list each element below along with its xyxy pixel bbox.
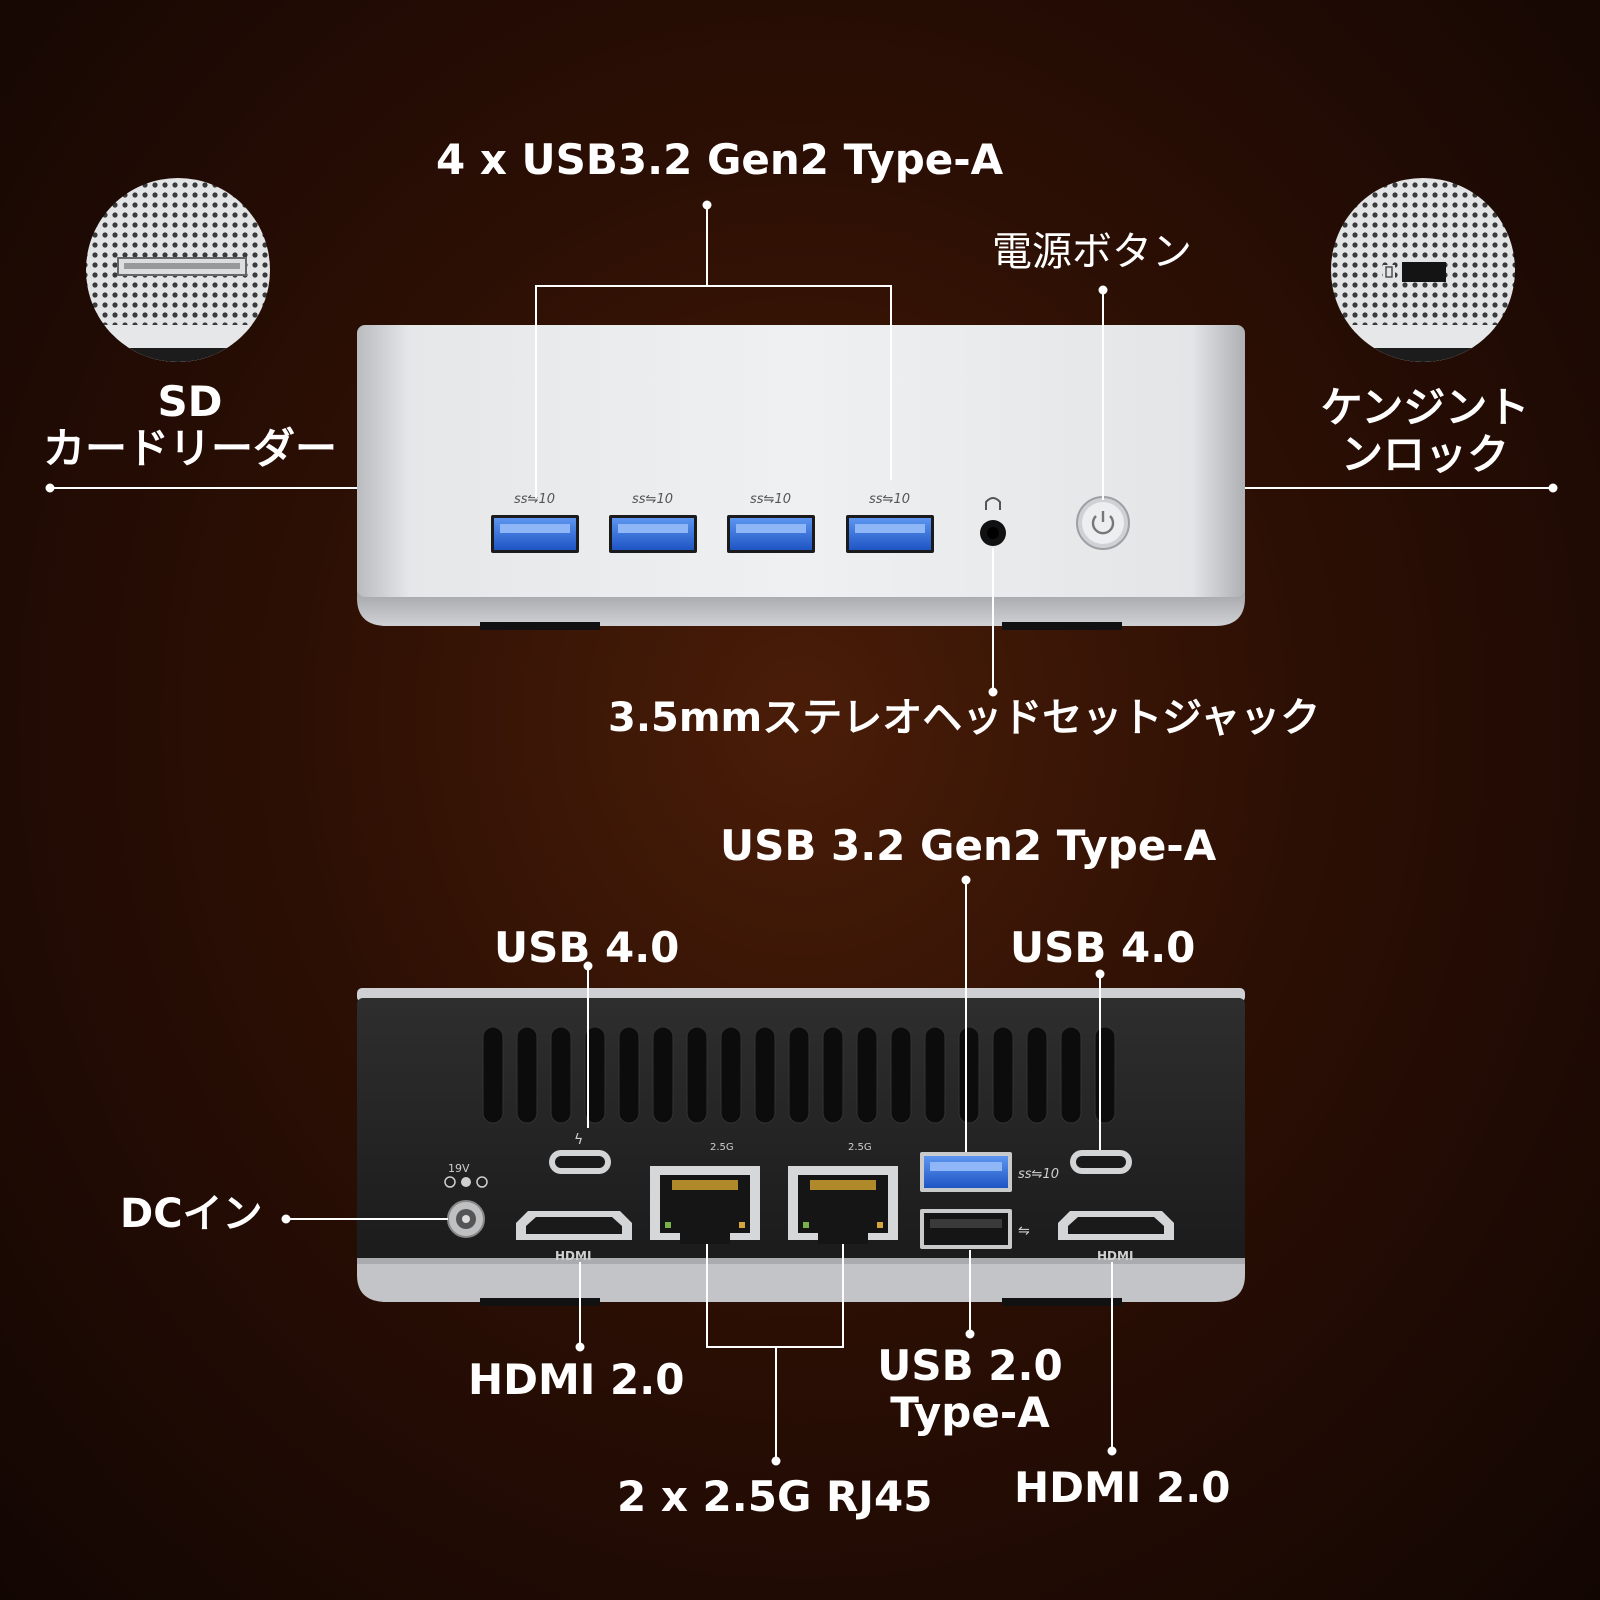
rear-usb-a-label: USB 3.2 Gen2 Type-A xyxy=(720,821,1217,870)
hdmi-logo: HDMI xyxy=(555,1249,591,1263)
usb4-right-label: USB 4.0 xyxy=(1010,923,1196,972)
hdmi-port-left: HDMI xyxy=(516,1211,632,1263)
power-icon xyxy=(1091,515,1115,535)
hdmi-port-right: HDMI xyxy=(1058,1211,1174,1263)
power-button xyxy=(1076,496,1130,550)
vent-slots xyxy=(482,1026,1116,1124)
front-usb-a-port-2 xyxy=(609,515,697,553)
usb-icon: ⇋ xyxy=(1018,1223,1030,1239)
kensington-label-line2: ンロック xyxy=(1340,430,1509,480)
rj45-port-1: 2.5G xyxy=(650,1142,760,1244)
usb4-left-label: USB 4.0 xyxy=(494,923,680,972)
rj45-label: 2 x 2.5G RJ45 xyxy=(617,1472,933,1521)
front-usb-a-label: 4 x USB3.2 Gen2 Type-A xyxy=(436,135,1004,184)
hdmi-right-label: HDMI 2.0 xyxy=(1014,1463,1231,1512)
hdmi-logo: HDMI xyxy=(1097,1249,1133,1263)
rear-usb2-port: ⇋ xyxy=(920,1209,1030,1249)
kensington-label-line1: ケンジント xyxy=(1320,383,1530,432)
power-button-label: 電源ボタン xyxy=(992,229,1192,275)
usb2-label-line2: Type-A xyxy=(890,1388,1050,1438)
front-usb-a-port-1 xyxy=(491,515,579,553)
ss-icon: ss⇋10 xyxy=(514,492,555,507)
lan-icon: 2.5G xyxy=(848,1142,872,1153)
sd-card-slot-zoom xyxy=(86,178,270,362)
front-usb-a-port-4 xyxy=(846,515,934,553)
rj45-port-2: 2.5G xyxy=(788,1142,898,1244)
dc-in-port: 19V xyxy=(444,1162,488,1238)
hdmi-left-label: HDMI 2.0 xyxy=(468,1355,685,1404)
usb4-port-left: ϟ xyxy=(549,1132,611,1174)
sd-reader-label-line1: SD xyxy=(157,377,223,426)
rear-usb3-port: ss⇋10 xyxy=(920,1152,1059,1192)
lan-icon: 2.5G xyxy=(710,1142,734,1153)
ss-icon: ss⇋10 xyxy=(632,492,673,507)
headset-icon xyxy=(985,497,1001,510)
dc-in-label: DCイン xyxy=(120,1191,263,1237)
ss-icon: ss⇋10 xyxy=(869,492,910,507)
usb2-label-line1: USB 2.0 xyxy=(877,1341,1063,1390)
ss-icon: ss⇋10 xyxy=(750,492,791,507)
ss-icon: ss⇋10 xyxy=(1018,1167,1059,1182)
thunderbolt-icon: ϟ xyxy=(574,1132,583,1148)
audio-jack-label: 3.5mmステレオヘッドセットジャック xyxy=(608,695,1321,741)
rear-chassis xyxy=(357,988,1245,1306)
usb2-label: USB 2.0 Type-A xyxy=(860,1342,1080,1436)
sd-reader-label: SD カードリーダー xyxy=(30,378,350,472)
dc-voltage-label: 19V xyxy=(448,1162,470,1175)
usb4-port-right xyxy=(1070,1150,1132,1174)
front-usb-a-port-3 xyxy=(727,515,815,553)
kensington-label: ケンジント ンロック xyxy=(1290,384,1560,478)
sd-reader-label-line2: カードリーダー xyxy=(42,424,337,474)
